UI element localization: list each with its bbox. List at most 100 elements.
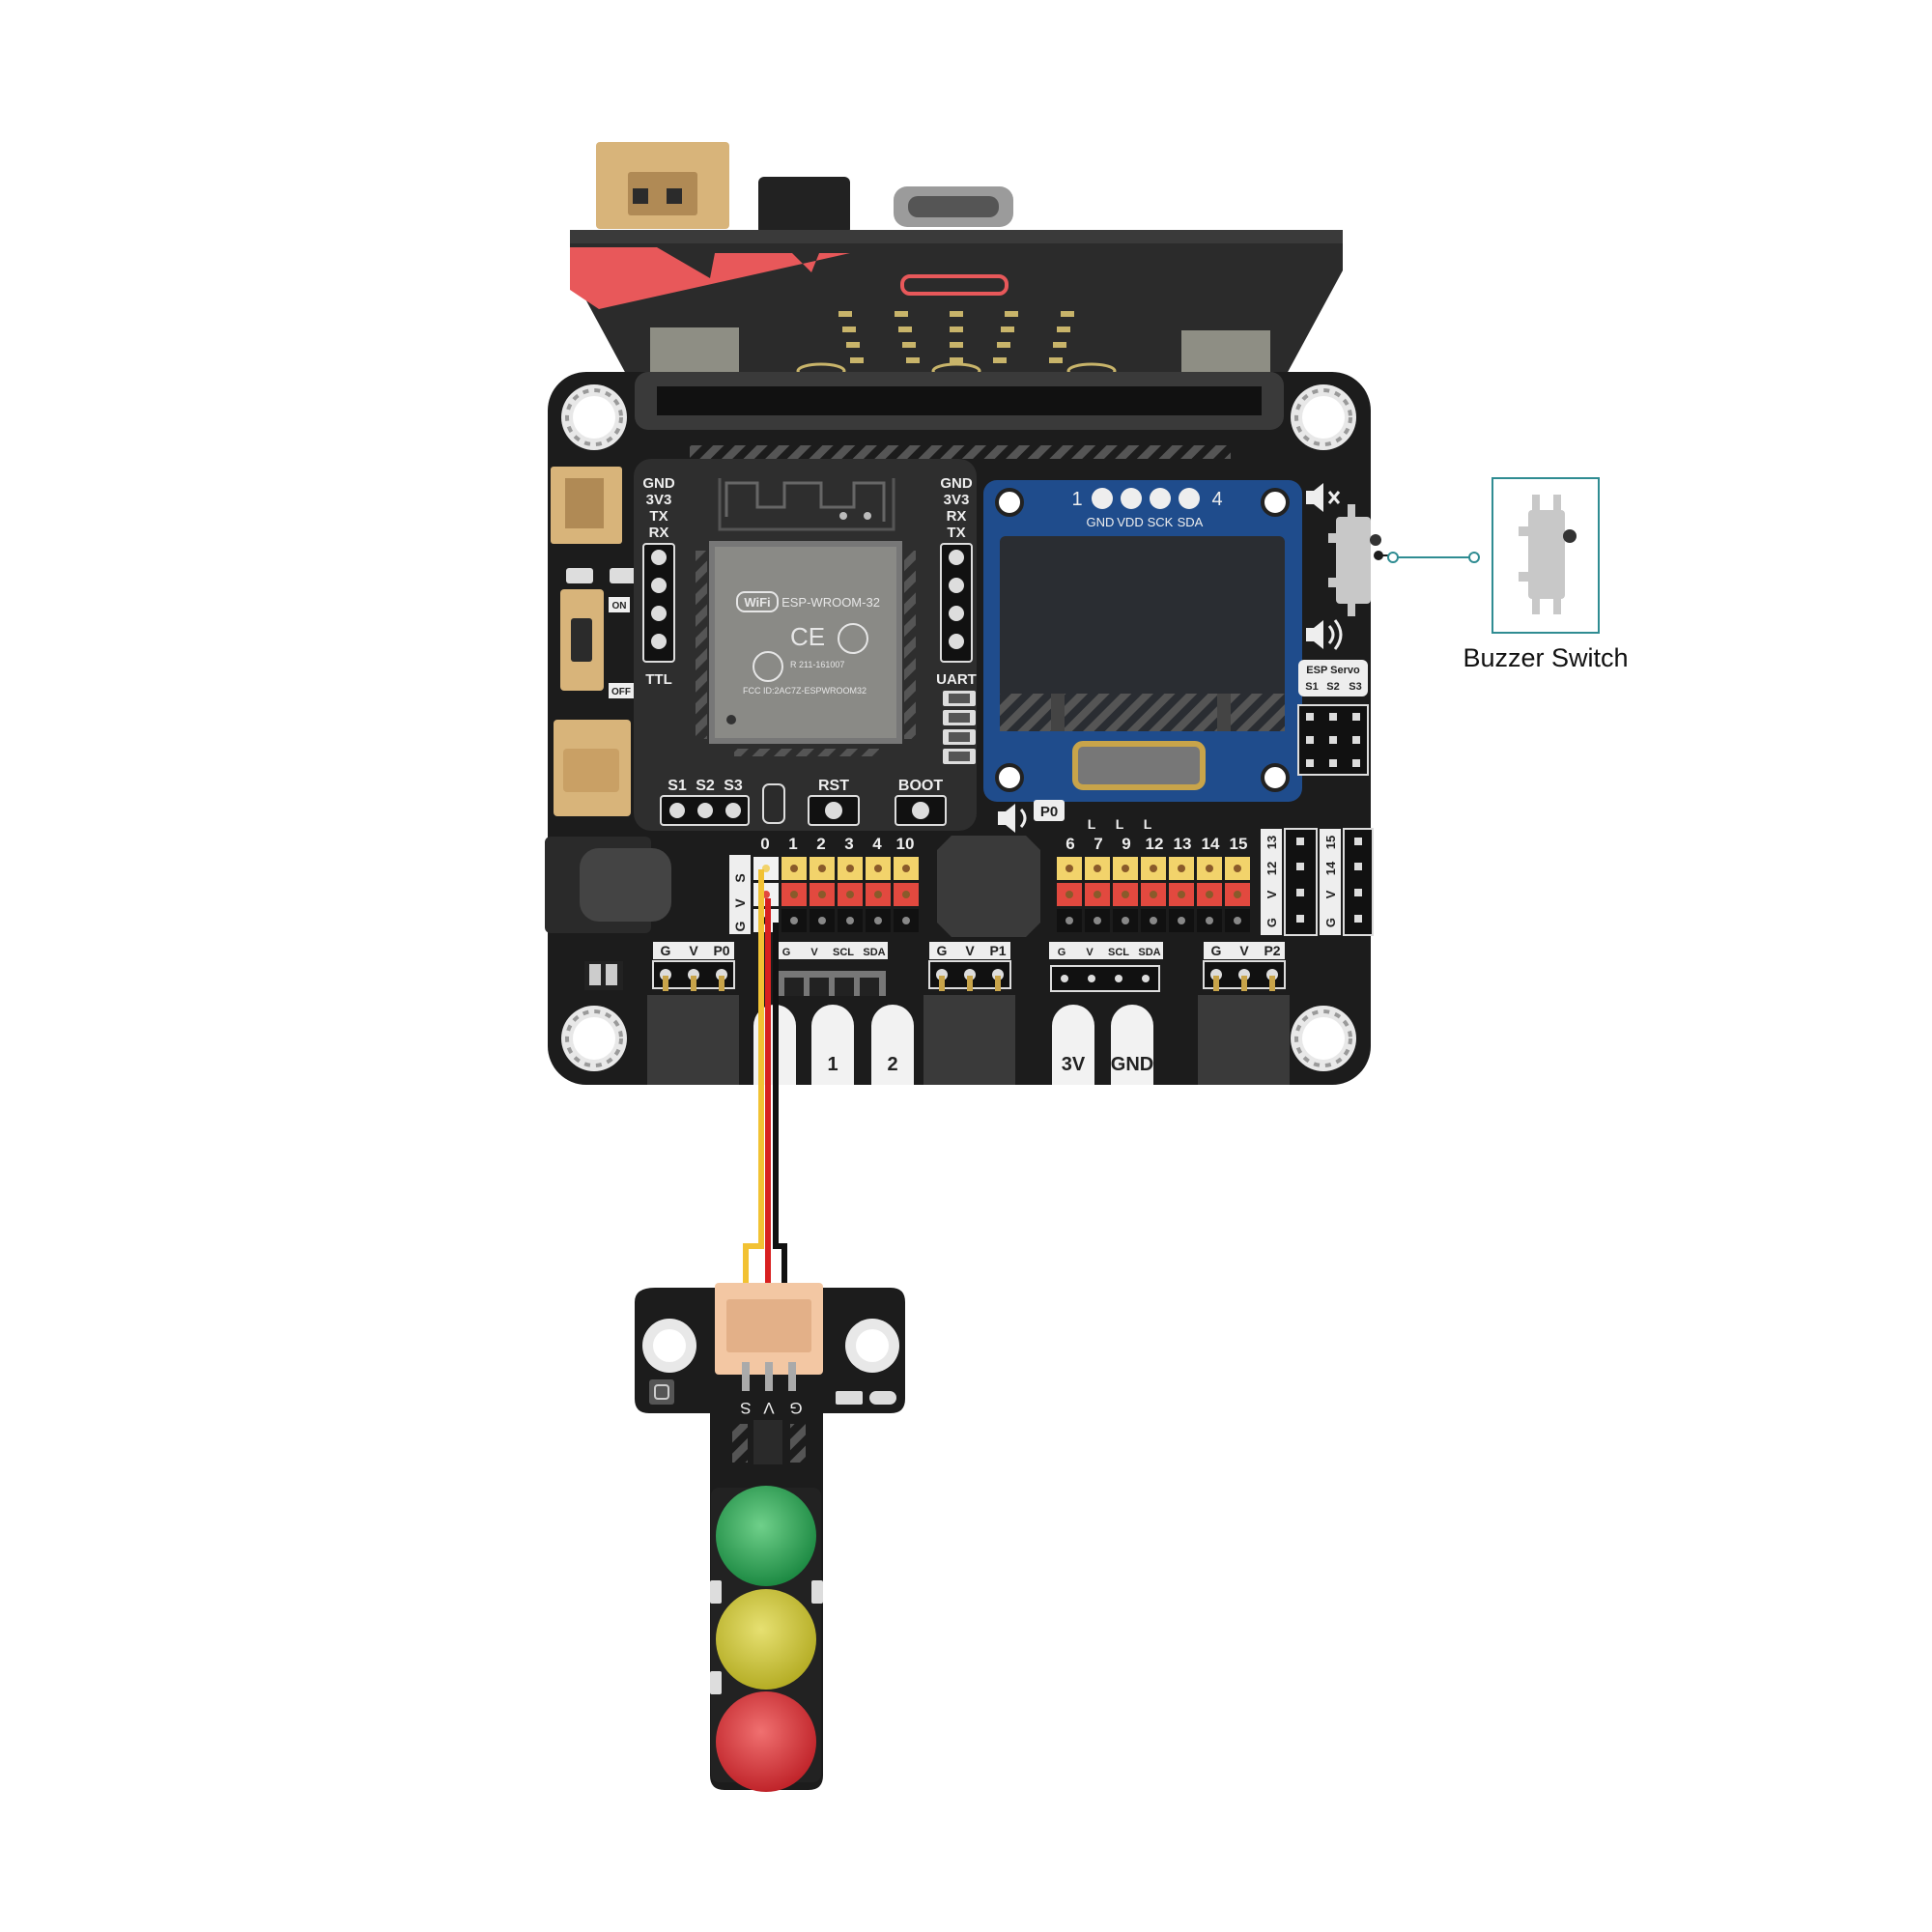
ttl-pin-label: TX bbox=[649, 508, 668, 525]
power-inductor bbox=[937, 836, 1040, 937]
header-pin-hole bbox=[1234, 891, 1241, 898]
module-pin-label: S bbox=[740, 1399, 751, 1417]
header-pin-hole bbox=[1065, 891, 1073, 898]
oled-screen bbox=[1000, 536, 1285, 731]
buzzer-speaker-icon bbox=[998, 804, 1027, 833]
servo-port-label: S3 bbox=[724, 778, 743, 794]
edge-pad-1: 1 bbox=[811, 1005, 854, 1085]
port-label: P2 bbox=[1264, 943, 1280, 958]
uart-label: UART bbox=[936, 671, 977, 688]
header-pin-hole bbox=[902, 891, 910, 898]
edge-pad-label: GND bbox=[1111, 1054, 1153, 1075]
side-header-label: V bbox=[1323, 890, 1338, 898]
module-pin-label: G bbox=[789, 1399, 802, 1417]
side-header-label: 14 bbox=[1323, 861, 1338, 875]
header-pin-hole bbox=[1094, 865, 1101, 872]
p0-label-box bbox=[1034, 800, 1065, 821]
side-header-b[interactable]: 15 14 V G bbox=[1320, 828, 1374, 936]
esp-servo-header[interactable] bbox=[1297, 704, 1369, 776]
signal-wire bbox=[743, 869, 764, 1288]
row-labels: S V G bbox=[729, 855, 751, 934]
row-label-v: V bbox=[732, 898, 748, 908]
esp-servo-port: S1 bbox=[1305, 681, 1318, 693]
port-i2c-b[interactable]: G V SCL SDA bbox=[1049, 942, 1163, 992]
mounting-hole bbox=[561, 1006, 627, 1071]
red-led bbox=[716, 1691, 816, 1792]
header-pin-hole bbox=[1150, 917, 1157, 924]
uart-pin-label: GND bbox=[940, 475, 973, 492]
mounting-hole bbox=[642, 1319, 696, 1373]
traffic-light-module: S V G bbox=[635, 1283, 905, 1792]
header-pin-hole bbox=[1178, 891, 1185, 898]
ce-mark: CE bbox=[790, 622, 825, 651]
uart-pin-label: RX bbox=[947, 508, 967, 525]
port-p2[interactable]: G V P2 bbox=[1198, 942, 1290, 1085]
mounting-hole bbox=[561, 384, 627, 450]
pin-label: 6 bbox=[1065, 835, 1074, 853]
rst-label: RST bbox=[818, 778, 849, 794]
pin-label: 14 bbox=[1202, 835, 1220, 853]
header-pin-hole bbox=[846, 865, 854, 872]
edge-pin-row bbox=[690, 445, 1231, 459]
header-pin-hole bbox=[1150, 891, 1157, 898]
side-header-label: V bbox=[1264, 890, 1279, 898]
microbit-sensor bbox=[900, 274, 1009, 296]
port-label: V bbox=[689, 943, 698, 958]
mounting-hole bbox=[1291, 1006, 1356, 1071]
uart-pin-label: TX bbox=[947, 525, 965, 541]
pin-label: 12 bbox=[1146, 835, 1164, 853]
port-label: V bbox=[1086, 947, 1094, 958]
buzzer-switch-callout: Buzzer Switch bbox=[1374, 477, 1629, 672]
header-pin-hole bbox=[1094, 891, 1101, 898]
wifi-badge: WiFi bbox=[744, 595, 770, 610]
cert-icon bbox=[753, 651, 783, 682]
header-pin-hole bbox=[846, 917, 854, 924]
port-label: V bbox=[965, 943, 975, 958]
edge-pad-3v: 3V bbox=[1052, 1005, 1094, 1085]
port-label: G bbox=[937, 943, 948, 958]
uart-pin-label: 3V3 bbox=[944, 492, 970, 508]
header-pin-hole bbox=[1234, 865, 1241, 872]
uart-header[interactable] bbox=[940, 543, 973, 663]
header-pin-hole bbox=[1122, 917, 1129, 924]
led-indicator bbox=[762, 783, 785, 824]
header-pin-hole bbox=[1206, 891, 1213, 898]
header-pin-hole bbox=[1122, 865, 1129, 872]
header-pin-hole bbox=[818, 891, 826, 898]
callout-label: Buzzer Switch bbox=[1463, 643, 1628, 672]
port-label: SCL bbox=[1108, 947, 1129, 958]
side-header-a[interactable]: 13 12 V G bbox=[1261, 828, 1318, 936]
antenna-trace bbox=[718, 478, 895, 531]
oled-pin-label: VDD bbox=[1117, 515, 1143, 529]
right-pin-header[interactable] bbox=[1057, 857, 1250, 932]
header-pin-hole bbox=[1206, 865, 1213, 872]
esp-pins bbox=[696, 551, 916, 756]
edge-pad-label: 2 bbox=[887, 1054, 897, 1075]
pin-label: 4 bbox=[872, 835, 882, 853]
green-led bbox=[716, 1486, 816, 1586]
row-label-s: S bbox=[732, 873, 748, 882]
pin-label: 1 bbox=[788, 835, 797, 853]
port-label: G bbox=[782, 947, 791, 958]
pin-label: 13 bbox=[1174, 835, 1192, 853]
port-p1[interactable]: G V P1 bbox=[923, 942, 1015, 1085]
row-label-g: G bbox=[732, 921, 748, 931]
esp-model: ESP-WROOM-32 bbox=[781, 595, 880, 610]
port-label: SDA bbox=[1138, 947, 1160, 958]
header-pin-hole bbox=[1094, 917, 1101, 924]
header-pin-hole bbox=[1178, 917, 1185, 924]
port-i2c-a[interactable]: G V SCL SDA bbox=[774, 942, 888, 996]
smd-component bbox=[836, 1391, 863, 1405]
ttl-header[interactable] bbox=[642, 543, 675, 663]
ic-chip bbox=[753, 1420, 782, 1464]
port-label: G bbox=[661, 943, 671, 958]
port-p0[interactable]: G V P0 bbox=[647, 942, 739, 1085]
fcc-id: FCC ID:2AC7Z-ESPWROOM32 bbox=[743, 686, 867, 696]
oled-ribbon bbox=[1072, 741, 1206, 790]
boot-label: BOOT bbox=[898, 778, 943, 794]
ttl-label: TTL bbox=[645, 671, 672, 688]
p0-label: P0 bbox=[1040, 804, 1058, 820]
header-pin-hole bbox=[902, 865, 910, 872]
l-mark: L bbox=[1144, 816, 1152, 832]
buzzer-switch[interactable] bbox=[1328, 504, 1381, 616]
